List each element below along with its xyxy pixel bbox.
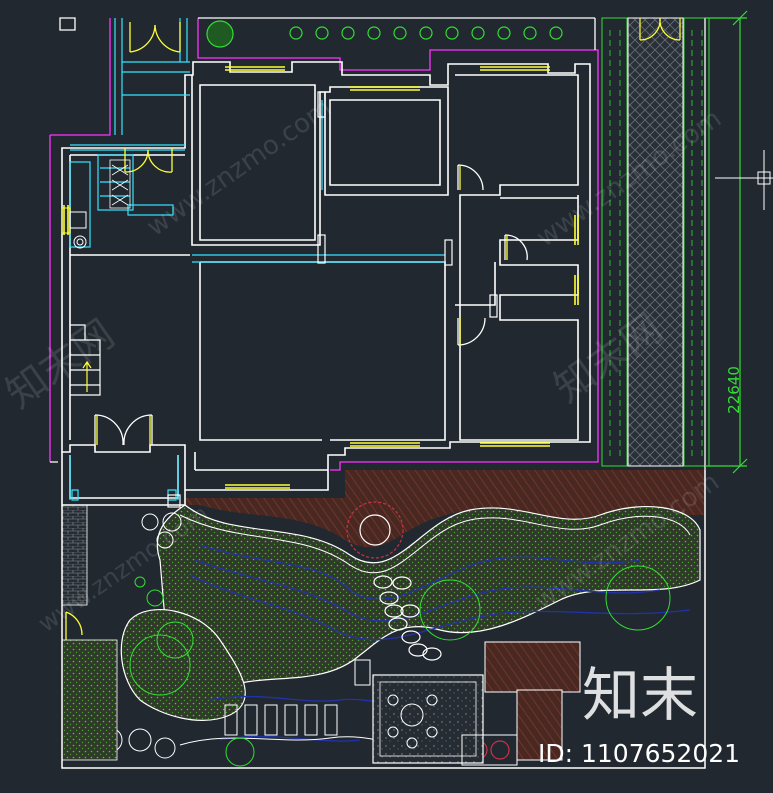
wardrobe <box>109 159 131 209</box>
utility-block <box>354 659 371 686</box>
stepping-stone-icon <box>408 643 428 657</box>
door-swing-icon <box>457 164 484 191</box>
id-label: ID: 1107652021 <box>538 739 740 768</box>
door-swing-icon <box>124 148 173 173</box>
stepping-stone-icon <box>373 575 393 589</box>
stepping-stone-icon <box>379 591 399 605</box>
stepping-stone-icon <box>400 604 420 618</box>
stepping-stone-icon <box>422 647 442 661</box>
tree-canopy-icon <box>129 634 191 696</box>
tree-canopy-icon <box>605 565 671 631</box>
tree-canopy-icon <box>206 20 234 48</box>
door-swing-icon <box>94 414 153 446</box>
timber-steps <box>224 704 338 736</box>
dimension-label: 22640 <box>725 366 743 414</box>
timber-deck <box>185 470 705 548</box>
logo-text: 知末 <box>582 661 698 729</box>
stepping-stone-icon <box>401 630 421 644</box>
side-bed <box>61 639 118 761</box>
tree-canopy-icon <box>134 576 146 588</box>
table-chairs <box>387 694 438 749</box>
stepping-stone-icon <box>384 604 404 618</box>
pavilion-paving <box>372 674 484 764</box>
kitchen-fixtures <box>61 207 87 249</box>
garden <box>61 470 706 769</box>
door-swing-icon <box>639 17 681 41</box>
hedge-strip-left <box>601 17 628 467</box>
stair-arrow-icon <box>82 360 92 392</box>
garden-boundary <box>61 470 706 769</box>
tree-canopy-icon <box>146 589 164 607</box>
tree-canopy-icon <box>419 579 481 641</box>
lawn-lobe <box>120 609 246 721</box>
door-swing-icon <box>457 317 486 346</box>
pillars <box>167 91 498 508</box>
tree-canopy-icon <box>225 737 255 767</box>
tree-canopy-icon <box>156 621 194 659</box>
stairs <box>70 324 101 396</box>
doors <box>65 22 528 640</box>
door-swing-icon <box>65 611 83 640</box>
svg-text:www.znzmo.com: www.znzmo.com <box>142 93 338 243</box>
trees <box>129 565 671 767</box>
wood-walkway <box>484 641 581 761</box>
pavilion-inner <box>379 681 477 757</box>
door-swing-icon <box>504 234 528 261</box>
red-planter <box>461 734 518 766</box>
stepping-stone-icon <box>392 576 412 590</box>
site-outline <box>50 17 706 470</box>
herringbone-drive <box>627 17 684 467</box>
property-boundary <box>49 18 599 471</box>
top-hedge-row <box>206 20 563 48</box>
hedge-strip-right <box>683 17 710 467</box>
crosshair-icon <box>715 150 773 210</box>
dimension-line <box>705 10 748 474</box>
door-swing-icon <box>129 22 181 53</box>
building-walls <box>61 61 591 506</box>
stepping-stone-icon <box>388 617 408 631</box>
windows <box>63 66 579 489</box>
driveway <box>601 17 710 467</box>
stepping-stones <box>373 575 442 661</box>
